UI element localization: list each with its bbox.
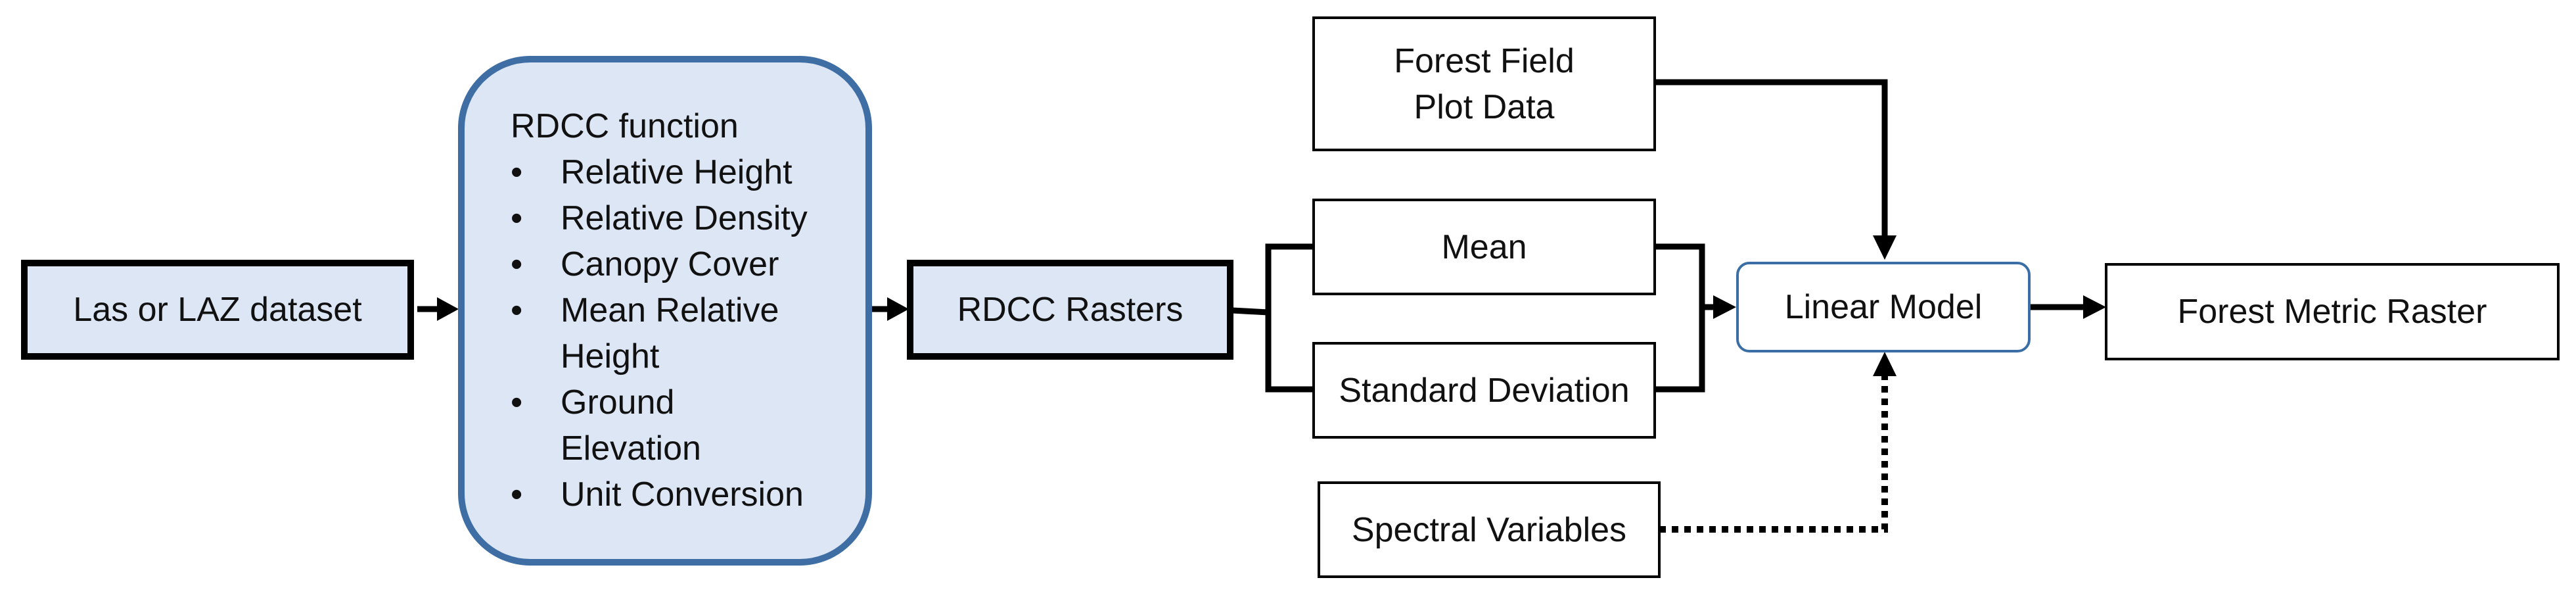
forest-metric-raster-box: Forest Metric Raster: [2105, 263, 2560, 360]
list-item-label: Ground Elevation: [561, 383, 701, 468]
list-item: • Relative Height: [511, 149, 837, 195]
bullet: •: [511, 199, 523, 237]
bullet: •: [511, 153, 523, 191]
mean-label: Mean: [1441, 228, 1527, 266]
arrowhead-bracket-to-linear-model: [1713, 295, 1736, 319]
rdcc-function-box: RDCC function • Relative Height • Relative…: [458, 56, 872, 566]
list-item-label: Unit Conversion: [561, 475, 804, 514]
las-dataset-box: Las or LAZ dataset: [21, 260, 414, 360]
linear-model-label: Linear Model: [1784, 288, 1983, 326]
arrowhead-linear-model-to-forest-metric: [2083, 295, 2106, 319]
line-rasters-to-bracket: [1231, 307, 1269, 316]
spectral-variables-label: Spectral Variables: [1351, 510, 1627, 549]
arrowhead-rdcc-function-to-rasters: [887, 297, 909, 321]
list-item: • Ground Elevation: [511, 379, 731, 472]
forest-field-plot-data-line-1: Forest Field: [1394, 41, 1575, 80]
standard-deviation-box: Standard Deviation: [1312, 342, 1656, 439]
las-dataset-label: Las or LAZ dataset: [73, 291, 362, 329]
bullet: •: [511, 245, 523, 283]
list-item: • Mean Relative Height: [511, 287, 797, 379]
rdcc-function-title: RDCC function: [511, 107, 739, 145]
forest-field-plot-data-box: Forest Field Plot Data: [1312, 16, 1656, 151]
standard-deviation-label: Standard Deviation: [1339, 371, 1630, 410]
list-item-label: Mean Relative Height: [561, 291, 779, 375]
list-item-label: Relative Height: [561, 153, 793, 191]
list-item-label: Relative Density: [561, 199, 808, 237]
arrow-field-plot-to-linear-model: [1655, 79, 1888, 238]
list-item: • Unit Conversion: [511, 472, 837, 518]
bracket-left: [1265, 243, 1314, 393]
rdcc-rasters-box: RDCC Rasters: [907, 260, 1233, 360]
list-item: • Canopy Cover: [511, 241, 837, 287]
spectral-variables-box: Spectral Variables: [1318, 481, 1661, 578]
list-item: • Relative Density: [511, 195, 837, 241]
forest-field-plot-data-line-2: Plot Data: [1414, 87, 1555, 126]
list-item-label: Canopy Cover: [561, 245, 779, 283]
forest-metric-raster-label: Forest Metric Raster: [2177, 293, 2487, 331]
arrowhead-field-plot-to-linear-model: [1873, 235, 1897, 260]
rdcc-rasters-label: RDCC Rasters: [957, 291, 1184, 329]
arrowhead-las-to-rdcc-function: [437, 297, 459, 321]
bracket-right: [1655, 243, 1705, 393]
bullet: •: [511, 291, 523, 329]
arrowhead-spectral-to-linear-model: [1873, 352, 1897, 376]
mean-box: Mean: [1312, 199, 1656, 295]
rdcc-function-list: • Relative Height • Relative Density • Cano…: [511, 149, 837, 518]
dotted-arrow-spectral-to-linear-model: [1659, 375, 1888, 533]
linear-model-box: Linear Model: [1736, 262, 2031, 352]
bullet: •: [511, 475, 523, 514]
bullet: •: [511, 383, 523, 422]
